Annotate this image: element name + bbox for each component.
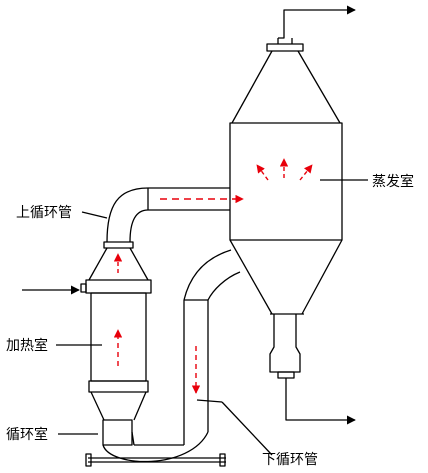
label-circulation-chamber: 循环室	[6, 427, 48, 443]
circulation-chamber	[85, 419, 226, 467]
heating-chamber	[22, 241, 152, 421]
lower-circulation-pipe	[183, 249, 241, 445]
evaporation-chamber	[229, 50, 356, 425]
label-heating-chamber: 加热室	[6, 338, 48, 354]
flow-arrow-evap-right	[299, 164, 313, 181]
label-evaporation-chamber: 蒸发室	[372, 174, 414, 190]
flow-arrow-evap-left	[256, 164, 269, 181]
vapor-outlet-pipe	[266, 5, 356, 52]
label-upper-circulation-pipe: 上循环管	[16, 205, 72, 221]
flow-arrows	[113, 158, 313, 394]
label-lower-circulation-pipe: 下循环管	[262, 452, 318, 468]
upper-circulation-pipe	[106, 187, 230, 243]
leader-lines	[56, 179, 368, 456]
